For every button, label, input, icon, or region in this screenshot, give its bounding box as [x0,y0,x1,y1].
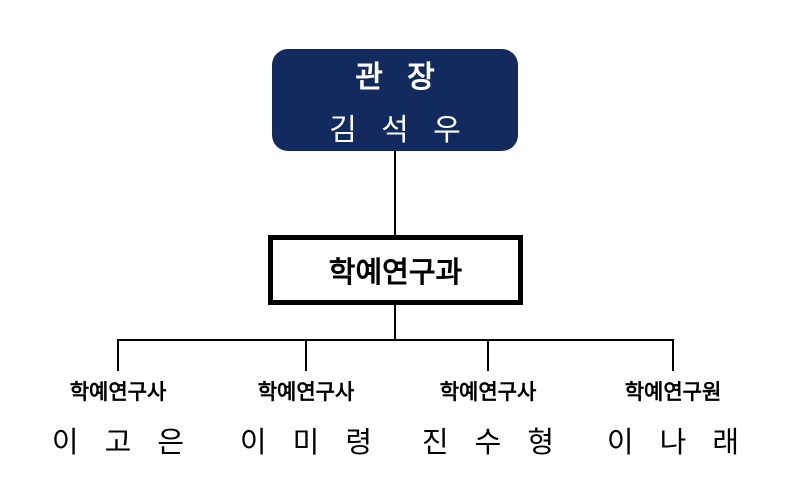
connector-department-to-branch [394,303,396,340]
staff-node-1: 학예연구사 이 고 은 [28,376,208,461]
staff-node-3: 학예연구사 진 수 형 [398,376,578,461]
branch-drop-line-4 [672,339,674,371]
staff-title-2: 학예연구사 [257,381,355,404]
staff-title-4: 학예연구원 [624,381,722,404]
staff-name-3: 진 수 형 [421,427,564,459]
staff-title-1: 학예연구사 [69,381,167,404]
branch-drop-line-1 [117,339,119,371]
staff-name-1: 이 고 은 [51,427,194,459]
department-box: 학예연구과 [268,235,523,305]
branch-drop-line-3 [487,339,489,371]
staff-node-2: 학예연구사 이 미 령 [216,376,396,461]
connector-director-to-department [394,151,396,236]
staff-node-4: 학예연구원 이 나 래 [583,376,763,461]
director-title: 관 장 [355,60,443,94]
staff-name-2: 이 미 령 [239,427,382,459]
director-box: 관 장 김 석 우 [272,49,518,151]
branch-horizontal-line [117,339,674,341]
staff-name-4: 이 나 래 [606,427,749,459]
director-name: 김 석 우 [329,113,469,147]
branch-drop-line-2 [305,339,307,371]
department-label: 학예연구과 [328,257,463,289]
staff-title-3: 학예연구사 [439,381,537,404]
